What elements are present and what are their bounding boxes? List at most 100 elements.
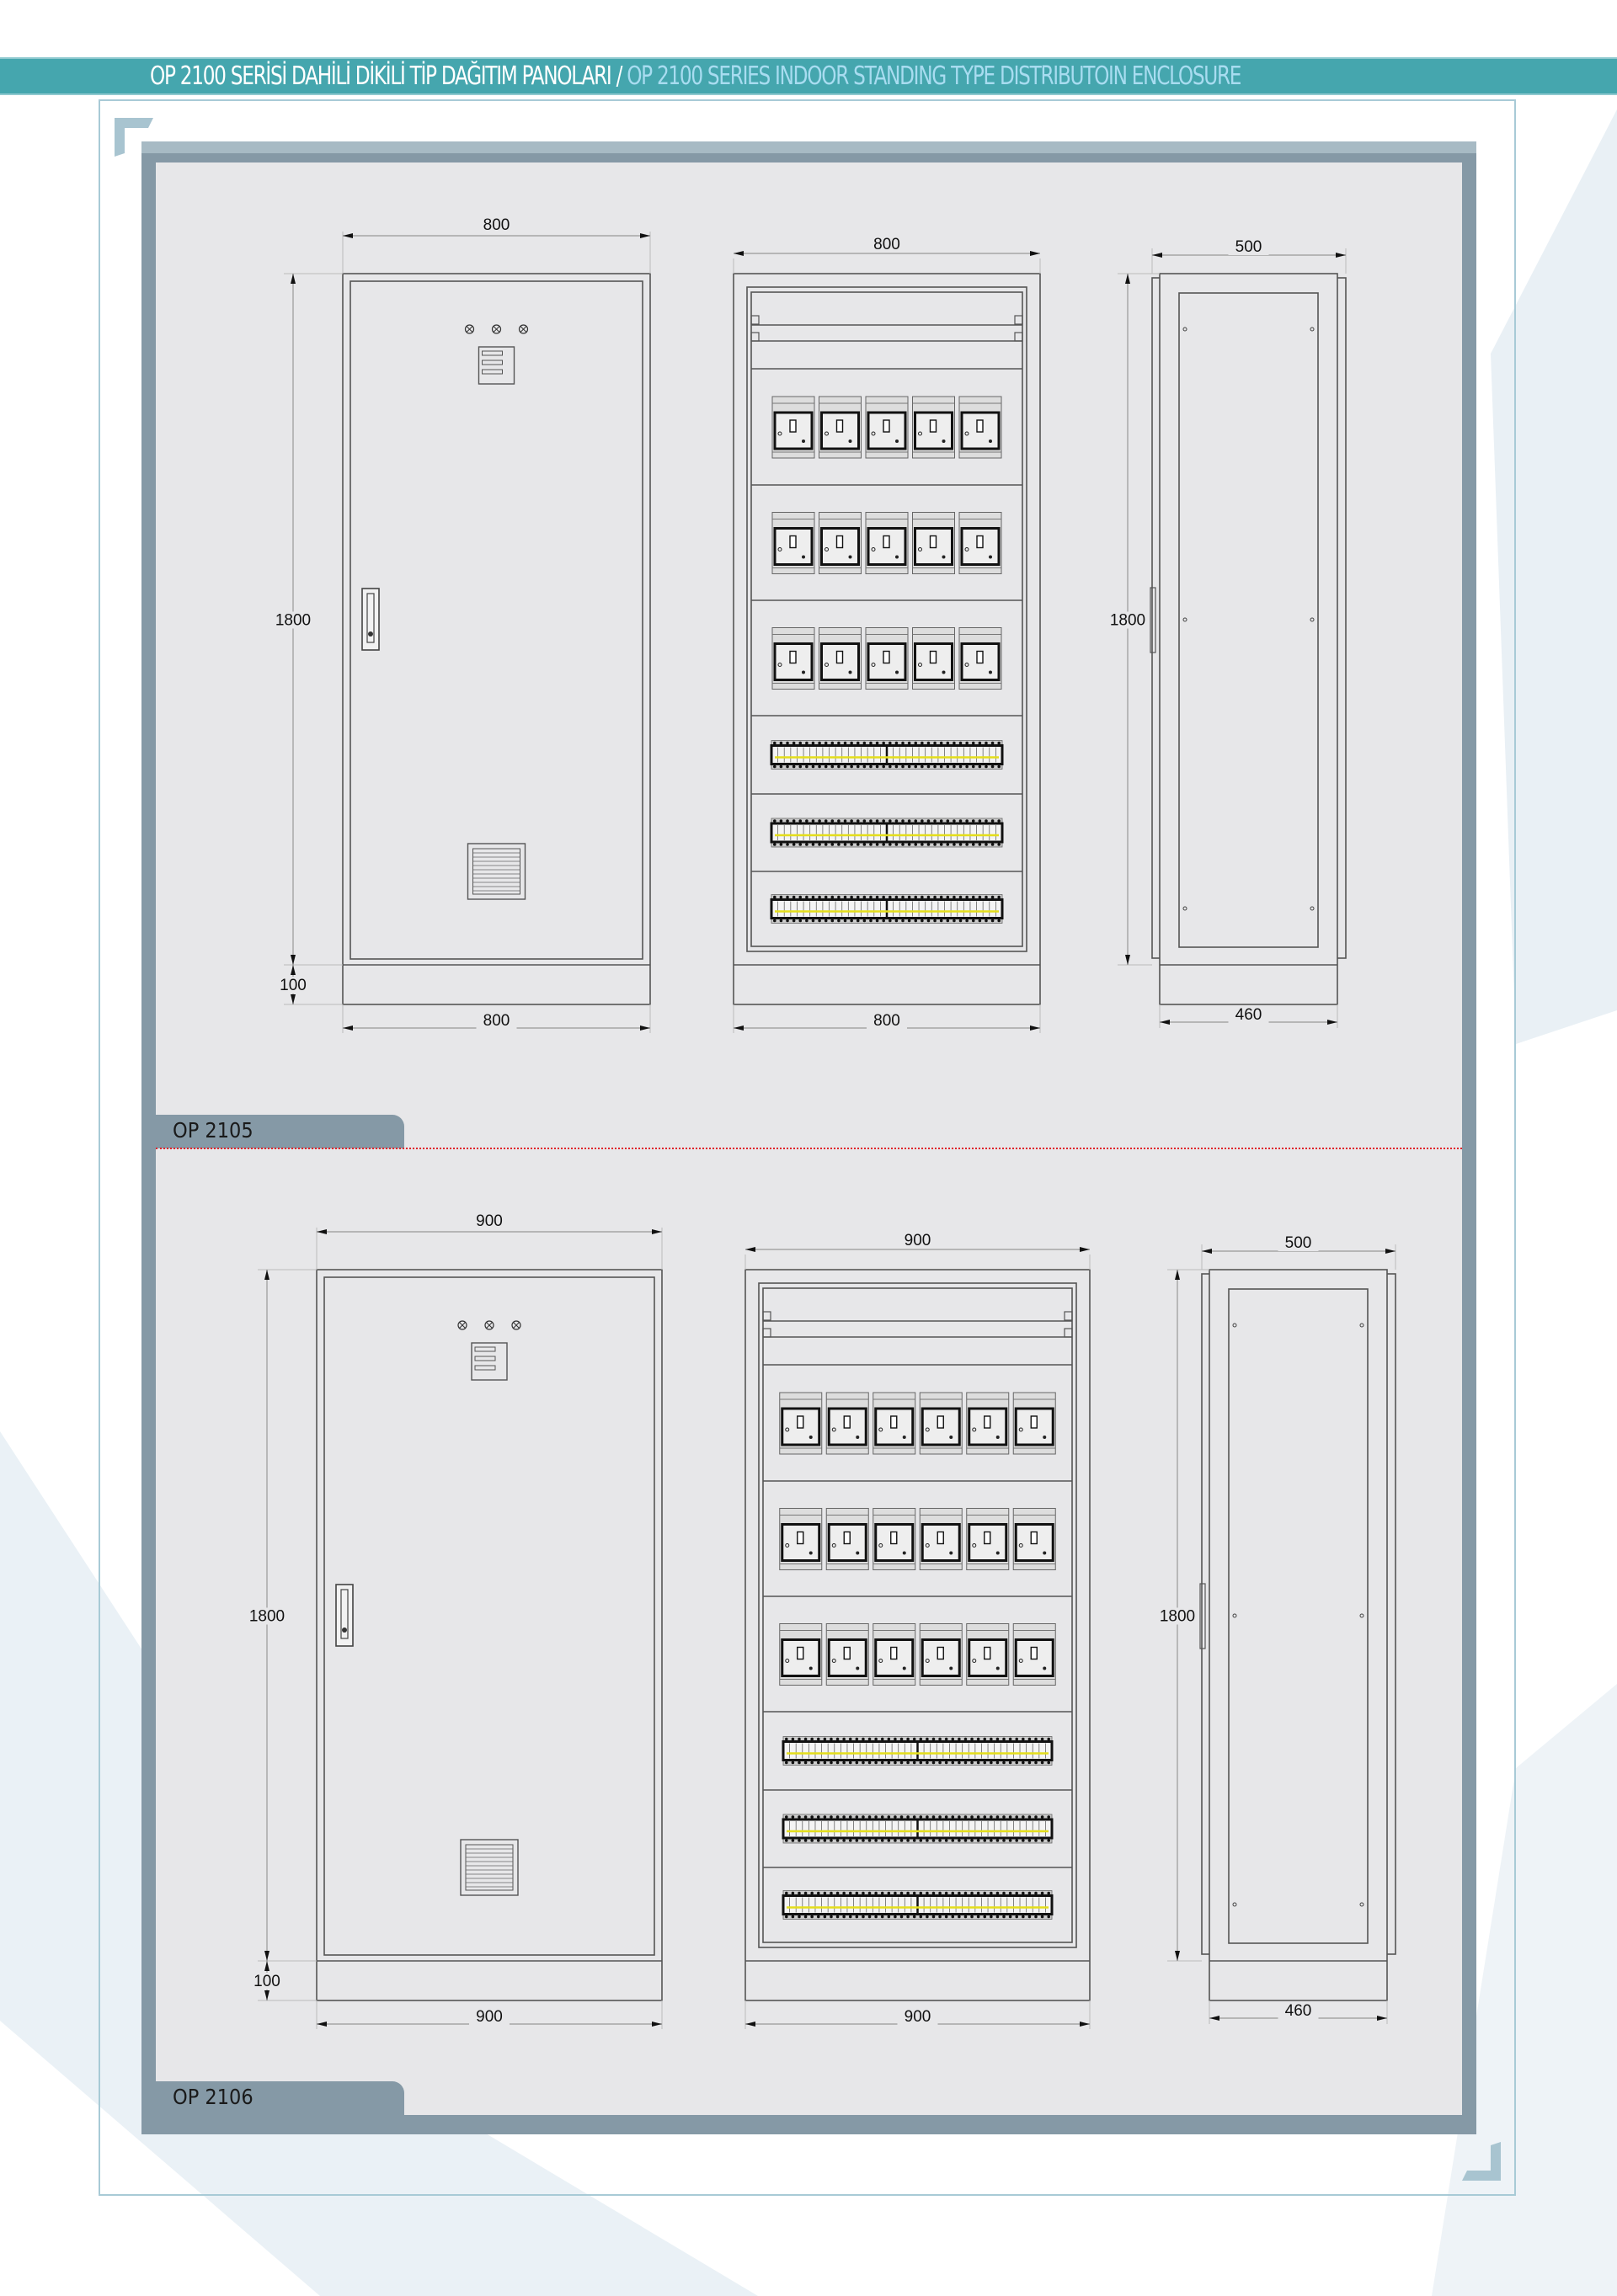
breaker-dot: [964, 547, 969, 551]
terminal-screw: [835, 1815, 840, 1819]
terminal-screw: [792, 919, 796, 923]
terminal-screw: [791, 1891, 795, 1895]
arrow-head: [1209, 2016, 1219, 2021]
terminal-screw: [818, 919, 821, 923]
terminal-screw: [901, 843, 905, 846]
terminal-screw: [843, 741, 847, 745]
terminal-screw: [811, 895, 815, 899]
terminal-screw: [901, 764, 905, 769]
dimension-label-bg: [247, 1607, 287, 1625]
terminal-screw: [894, 1737, 897, 1741]
terminal-screw: [816, 1815, 820, 1819]
terminal-screw: [926, 895, 931, 899]
breaker-toggle: [789, 535, 797, 549]
arrow-head: [1152, 253, 1162, 258]
terminal-screw: [958, 895, 963, 899]
circuit-breaker: [919, 1508, 963, 1570]
dimension-label-bg: [476, 216, 517, 233]
breaker-dot: [777, 663, 782, 667]
terminal-screw: [985, 843, 988, 846]
rail-clip: [1064, 1311, 1073, 1321]
terminal-screw: [798, 843, 803, 846]
terminal-screw: [901, 819, 905, 823]
breaker-dot: [918, 663, 922, 667]
breaker-dot: [989, 555, 992, 559]
terminal-screw: [823, 1915, 827, 1919]
breaker-dot: [925, 1427, 930, 1432]
arrow-head: [652, 2022, 662, 2027]
terminal-screw: [1027, 1839, 1032, 1842]
dimension-label-bg: [469, 2008, 510, 2025]
terminal-screw: [1022, 1839, 1025, 1842]
terminal-screw: [946, 895, 950, 899]
terminal-screw: [958, 764, 963, 769]
terminal-screw: [856, 843, 860, 846]
width-dimension: [317, 1229, 662, 1234]
terminal-screw: [798, 1915, 801, 1919]
circuit-breaker: [779, 1508, 823, 1570]
width-label: 900: [905, 1232, 931, 1249]
terminal-screw: [963, 1761, 968, 1765]
terminal-screw: [791, 1737, 795, 1741]
terminal-screw: [971, 843, 975, 846]
breaker-face: [773, 411, 814, 450]
terminal-screw: [867, 1839, 872, 1842]
fixing-screw: [1232, 1902, 1237, 1907]
terminal-screw: [921, 741, 924, 745]
lamp-x: [493, 326, 500, 333]
terminal-screw: [899, 1815, 904, 1819]
terminal-screw: [938, 1737, 942, 1741]
terminal-screw: [818, 895, 821, 899]
terminal-screw: [926, 819, 931, 823]
terminal-screw: [798, 1737, 801, 1741]
breaker-dot: [848, 670, 852, 674]
door-handle: [335, 1584, 354, 1647]
terminal-screw: [1047, 1915, 1051, 1919]
circuit-breaker: [912, 627, 955, 690]
terminal-screw: [874, 1815, 878, 1819]
plate-slot: [474, 1356, 496, 1361]
terminal-screw: [843, 843, 847, 846]
terminal-screw: [990, 1839, 993, 1842]
terminal-screw: [946, 764, 950, 769]
terminal-screw: [894, 1815, 897, 1819]
terminal-screw: [882, 843, 885, 846]
terminal-screw: [933, 843, 937, 846]
breaker-dot: [825, 547, 829, 551]
terminal-screw: [874, 1891, 878, 1895]
terminal-screw: [792, 764, 796, 769]
terminal-screw: [874, 1761, 878, 1765]
terminal-screw: [1002, 1915, 1006, 1919]
terminal-screw: [1008, 1891, 1012, 1895]
terminal-screw: [899, 1839, 904, 1842]
terminal-screw: [824, 764, 828, 769]
terminal-screw: [958, 741, 963, 745]
breaker-toggle: [976, 535, 984, 549]
dimension-label-bg: [897, 1232, 938, 1249]
terminal-screw: [1022, 1737, 1025, 1741]
terminal-screw: [843, 895, 847, 899]
terminal-screw: [990, 1737, 993, 1741]
title-turkish: OP 2100 SERİSİ DAHİLİ DİKİLİ TİP DAĞITIM…: [150, 61, 612, 91]
terminal-screw: [933, 895, 937, 899]
handle-grip: [340, 1589, 349, 1639]
breaker-dot: [942, 439, 946, 443]
plate-slot: [482, 350, 503, 356]
dimension-label-bg: [1278, 2002, 1319, 2019]
terminal-screw: [921, 843, 924, 846]
terminal-screw: [931, 1761, 936, 1765]
breaker-face: [867, 642, 907, 681]
breaker-row: [771, 396, 1002, 459]
circuit-breaker: [819, 396, 862, 459]
terminal-screw: [958, 919, 963, 923]
terminal-screw: [880, 1815, 884, 1819]
terminal-screw: [1034, 1815, 1038, 1819]
breaker-toggle: [883, 650, 890, 664]
terminal-screw: [1002, 1737, 1006, 1741]
terminal-screw: [830, 1891, 833, 1895]
plate-slot: [474, 1365, 496, 1371]
din-rail-row: [770, 740, 1004, 770]
